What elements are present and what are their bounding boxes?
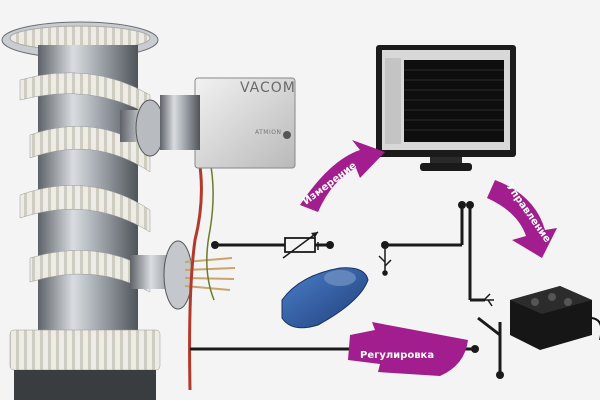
brand-label: VACOM — [240, 80, 296, 96]
arrow-regulate: Регулировка — [348, 322, 468, 376]
vacom-gauge: VACOM ATMION — [160, 77, 296, 169]
arrow-label-regulate: Регулировка — [360, 350, 434, 361]
switch-icon — [477, 316, 501, 337]
io-box — [510, 286, 600, 350]
variable-resistor-icon — [282, 231, 319, 259]
plot-area — [404, 60, 504, 142]
usb-icon — [476, 293, 494, 307]
vacuum-chamber — [1, 21, 236, 400]
model-label: ATMION — [255, 129, 281, 136]
monitor — [376, 45, 516, 171]
usb-adapter — [281, 267, 369, 329]
usb-icon — [378, 248, 392, 276]
